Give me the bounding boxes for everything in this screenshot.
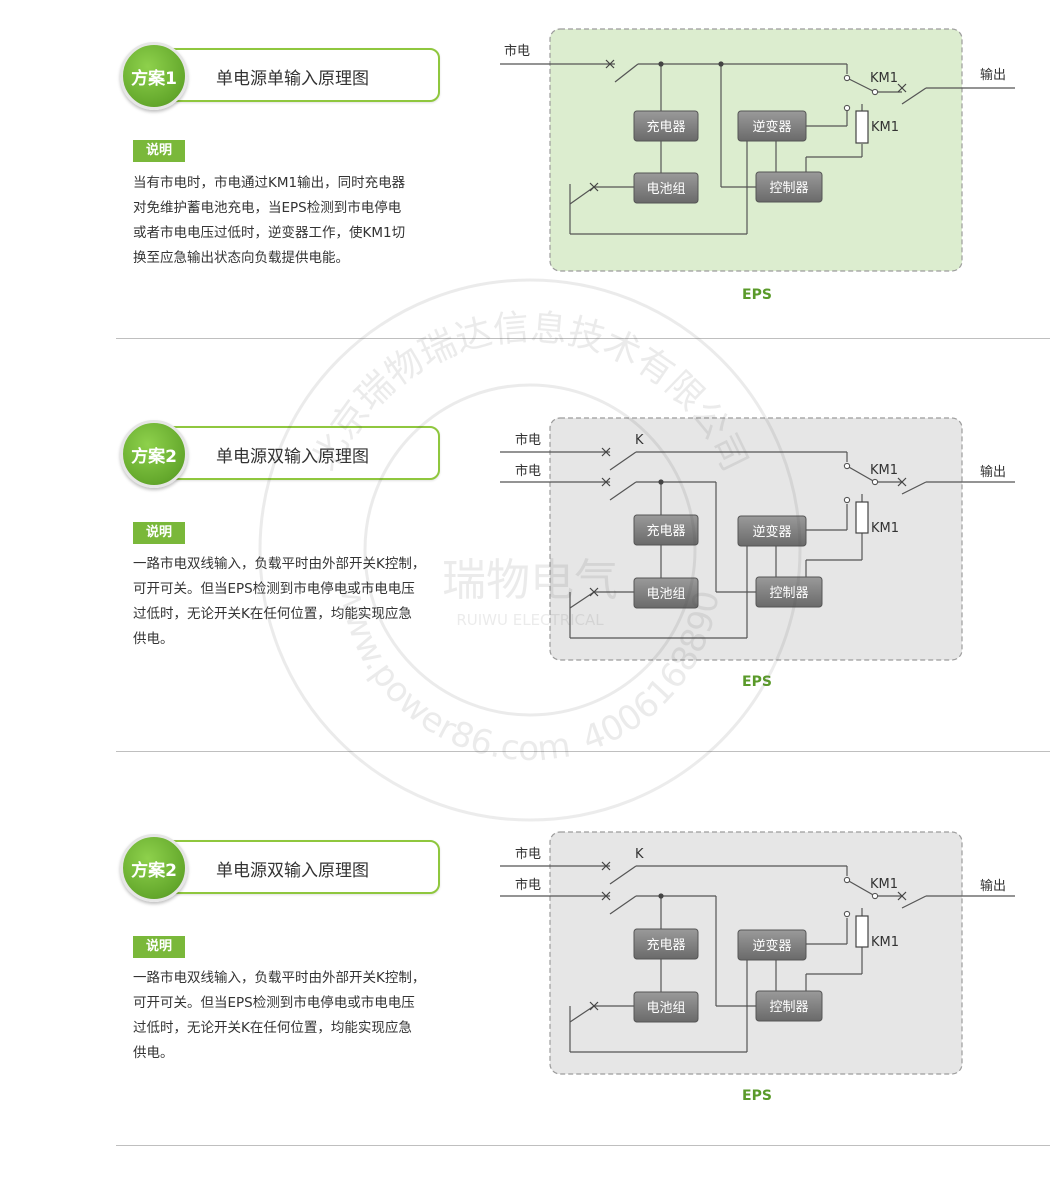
section-divider [116, 751, 1050, 752]
desc-line: 对免维护蓄电池充电，当EPS检测到市电停电 [133, 200, 402, 216]
scheme-1-note-tag: 说明 [133, 140, 185, 162]
km1-coil-label: KM1 [871, 521, 899, 536]
charger-label: 充电器 [646, 523, 685, 539]
scheme-1-header: 单电源单输入原理图 方案1 [120, 42, 450, 112]
km1-coil-label: KM1 [871, 935, 899, 950]
input-label-2: 市电 [515, 463, 541, 479]
km1-switch-label: KM1 [870, 877, 898, 892]
desc-line: 换至应急输出状态向负载提供电能。 [133, 250, 349, 266]
input-label-1: 市电 [515, 846, 541, 862]
desc-line: 当有市电时，市电通过KM1输出，同时充电器 [133, 175, 406, 191]
inverter-box [737, 515, 807, 547]
scheme-3-badge: 方案2 [120, 834, 188, 902]
scheme-3-description: 一路市电双线输入，负载平时由外部开关K控制， 可开可关。但当EPS检测到市电停电… [133, 966, 453, 1066]
output-label: 输出 [980, 67, 1006, 83]
eps-caption: EPS [742, 287, 772, 303]
km1-coil [855, 110, 869, 144]
controller-box [755, 990, 823, 1022]
inverter-box [737, 110, 807, 142]
km1-switch-label: KM1 [870, 463, 898, 478]
charger-label: 充电器 [646, 937, 685, 953]
battery-label: 电池组 [646, 182, 685, 197]
input-label-1: 市电 [515, 432, 541, 448]
scheme-3-title-bar: 单电源双输入原理图 [150, 840, 440, 894]
input-label: 市电 [504, 43, 530, 59]
km1-coil [855, 501, 869, 534]
km1-coil-label: KM1 [871, 120, 899, 135]
scheme-2-description: 一路市电双线输入，负载平时由外部开关K控制， 可开可关。但当EPS检测到市电停电… [133, 552, 453, 652]
scheme-2-badge: 方案2 [120, 420, 188, 488]
desc-line: 可开可关。但当EPS检测到市电停电或市电电压 [133, 995, 415, 1011]
battery-label: 电池组 [646, 1001, 685, 1016]
k-switch-label: K [635, 847, 644, 862]
desc-line: 过低时，无论开关K在任何位置，均能实现应急 [133, 1020, 412, 1036]
battery-box [633, 991, 699, 1023]
section-divider [116, 1145, 1050, 1146]
desc-line: 一路市电双线输入，负载平时由外部开关K控制， [133, 556, 426, 572]
battery-box [633, 577, 699, 609]
eps-caption: EPS [742, 1088, 772, 1104]
scheme-1-title-bar: 单电源单输入原理图 [150, 48, 440, 102]
km1-switch-label: KM1 [870, 71, 898, 86]
charger-box [633, 514, 699, 546]
controller-box [755, 171, 823, 203]
km1-coil [855, 915, 869, 948]
desc-line: 供电。 [133, 631, 174, 647]
input-label-2: 市电 [515, 877, 541, 893]
scheme-2-note-tag: 说明 [133, 522, 185, 544]
desc-line: 供电。 [133, 1045, 174, 1061]
desc-line: 可开可关。但当EPS检测到市电停电或市电电压 [133, 581, 415, 597]
battery-box [633, 172, 699, 204]
desc-line: 一路市电双线输入，负载平时由外部开关K控制， [133, 970, 426, 986]
scheme-1-badge: 方案1 [120, 42, 188, 110]
charger-label: 充电器 [646, 119, 685, 135]
k-switch-label: K [635, 433, 644, 448]
scheme-3-title: 单电源双输入原理图 [216, 861, 369, 881]
scheme-2-title-bar: 单电源双输入原理图 [150, 426, 440, 480]
controller-box [755, 576, 823, 608]
eps-enclosure [549, 28, 963, 272]
scheme-1-diagram: 充电器 逆变器 电池组 控制器 市电 输出 KM1 KM1 EPS [500, 28, 1015, 303]
output-label: 输出 [980, 464, 1006, 480]
charger-box [633, 110, 699, 142]
charger-box [633, 928, 699, 960]
scheme-3-header: 单电源双输入原理图 方案2 [120, 834, 450, 904]
controller-label: 控制器 [769, 181, 808, 196]
inverter-box [737, 929, 807, 961]
inverter-label: 逆变器 [752, 119, 791, 135]
scheme-3-note-tag: 说明 [133, 936, 185, 958]
scheme-2-header: 单电源双输入原理图 方案2 [120, 420, 450, 490]
scheme-1-title: 单电源单输入原理图 [216, 69, 369, 89]
controller-label: 控制器 [769, 586, 808, 601]
scheme-3-section: 单电源双输入原理图 方案2 说明 一路市电双线输入，负载平时由外部开关K控制， … [0, 816, 1050, 1196]
desc-line: 过低时，无论开关K在任何位置，均能实现应急 [133, 606, 412, 622]
output-label: 输出 [980, 878, 1006, 894]
inverter-label: 逆变器 [752, 938, 791, 954]
desc-line: 或者市电电压过低时，逆变器工作，使KM1切 [133, 225, 406, 241]
scheme-2-title: 单电源双输入原理图 [216, 447, 369, 467]
scheme-1-section: 单电源单输入原理图 方案1 说明 当有市电时，市电通过KM1输出，同时充电器 对… [0, 24, 1050, 404]
scheme-2-section: 单电源双输入原理图 方案2 说明 一路市电双线输入，负载平时由外部开关K控制， … [0, 402, 1050, 782]
scheme-1-description: 当有市电时，市电通过KM1输出，同时充电器 对免维护蓄电池充电，当EPS检测到市… [133, 171, 453, 271]
scheme-2-diagram: 充电器 逆变器 电池组 控制器 市电 市电 K 输出 KM1 KM1 EPS [500, 417, 1015, 690]
battery-label: 电池组 [646, 587, 685, 602]
controller-label: 控制器 [769, 1000, 808, 1015]
inverter-label: 逆变器 [752, 524, 791, 540]
scheme-3-diagram: 充电器 逆变器 电池组 控制器 市电 市电 K 输出 KM1 KM1 EPS [500, 831, 1015, 1104]
section-divider [116, 338, 1050, 339]
eps-caption: EPS [742, 674, 772, 690]
